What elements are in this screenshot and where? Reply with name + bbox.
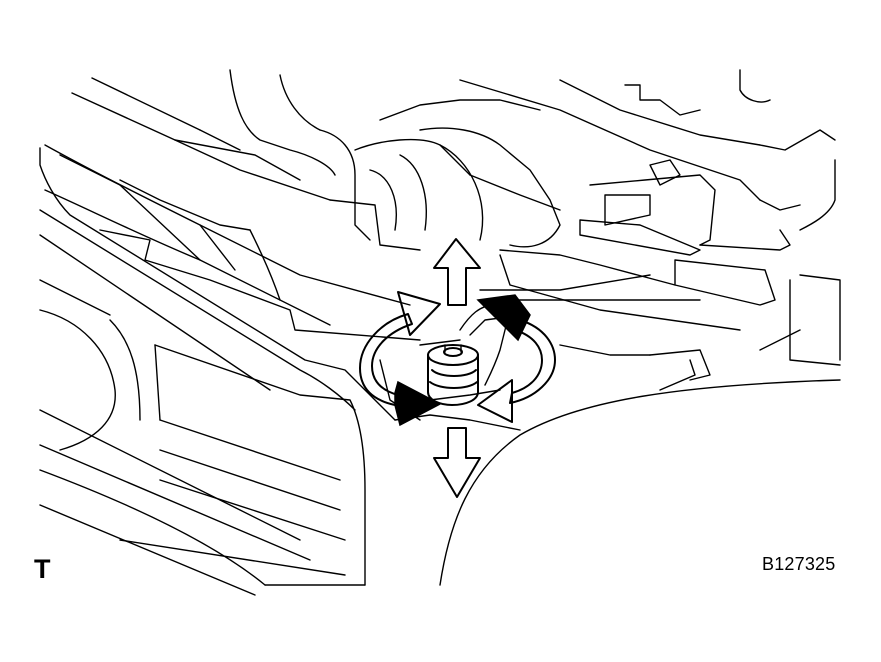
engine-bay-components <box>229 69 561 251</box>
down-arrow <box>433 427 481 498</box>
right-side-brackets <box>459 69 841 391</box>
bumper-cover <box>379 359 841 586</box>
radiator-grille <box>39 147 396 596</box>
grommet-clip <box>427 344 479 406</box>
figure-id: B127325 <box>762 554 836 574</box>
clockwise-rotation-arrow <box>476 294 556 423</box>
radiator-support <box>44 77 421 341</box>
up-arrow <box>433 238 481 306</box>
corner-label: T <box>34 554 51 584</box>
counterclockwise-rotation-arrow <box>359 291 442 427</box>
